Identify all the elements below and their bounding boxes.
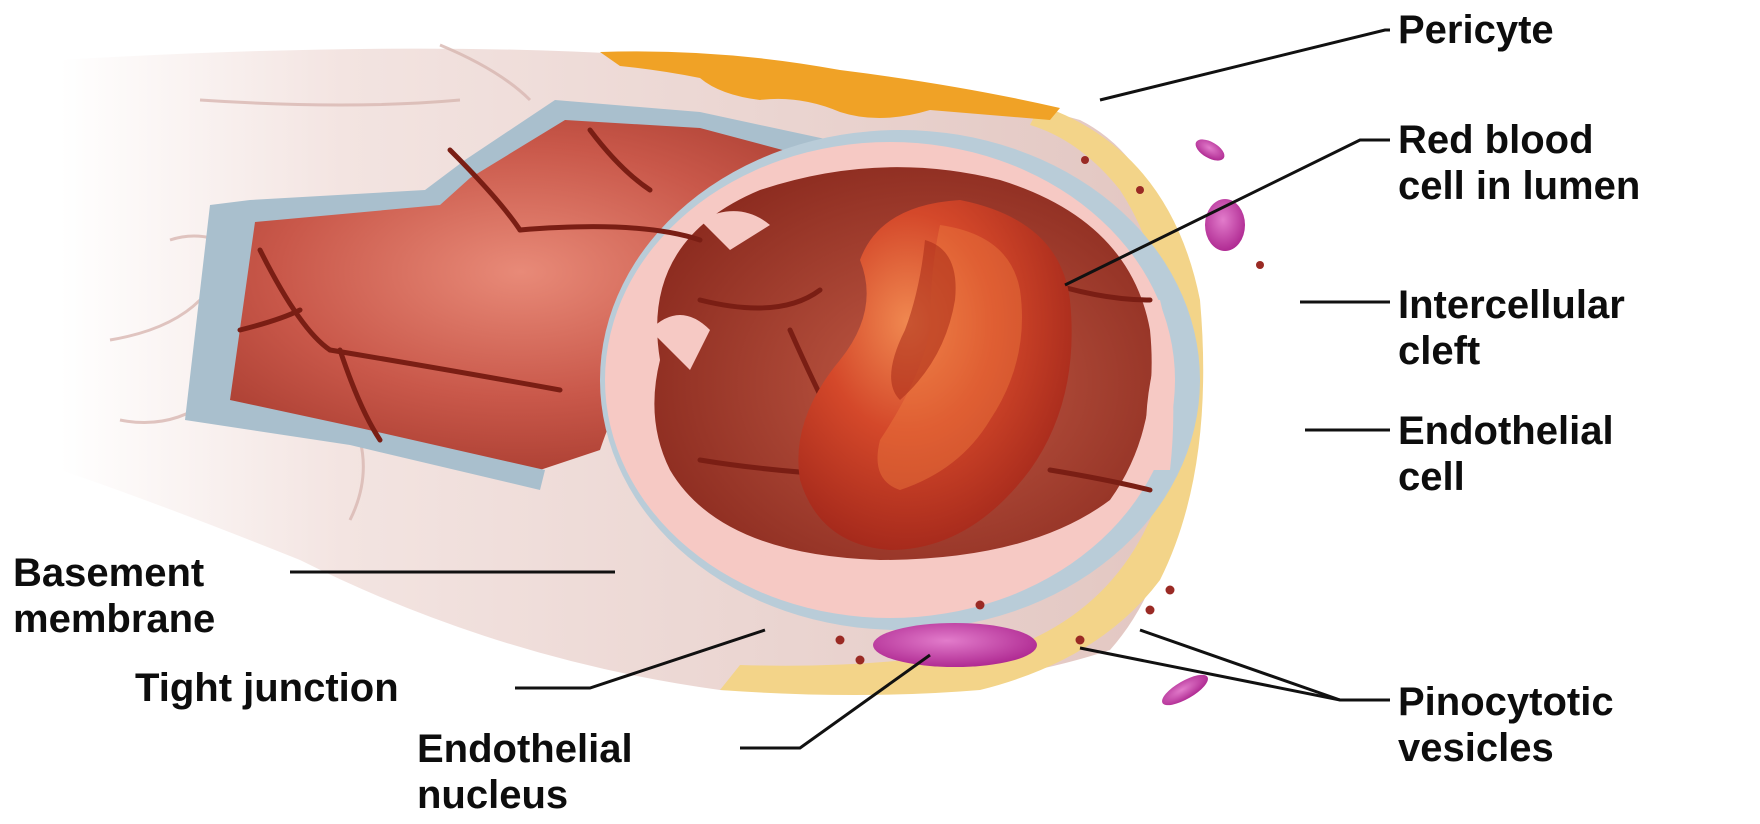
label-intercellular-cleft: Intercellular cleft <box>1398 282 1625 374</box>
label-endo-cell-line2: cell <box>1398 454 1614 500</box>
label-endothelial-nucleus: Endothelial nucleus <box>417 726 633 818</box>
leader-pino-1 <box>1080 648 1390 700</box>
label-nucleus-line2: nucleus <box>417 772 633 818</box>
leader-pericyte <box>1100 30 1390 100</box>
label-pino-line2: vesicles <box>1398 725 1614 771</box>
label-rbc-line2: cell in lumen <box>1398 163 1640 209</box>
label-basement-line2: membrane <box>13 596 215 642</box>
label-endo-cell-line1: Endothelial <box>1398 408 1614 454</box>
label-endothelial-cell: Endothelial cell <box>1398 408 1614 500</box>
label-basement-line1: Basement <box>13 550 215 596</box>
label-nucleus-line1: Endothelial <box>417 726 633 772</box>
label-cleft-line1: Intercellular <box>1398 282 1625 328</box>
label-cleft-line2: cleft <box>1398 328 1625 374</box>
label-basement-membrane: Basement membrane <box>13 550 215 642</box>
label-tight-line1: Tight junction <box>135 665 399 711</box>
endothelial-nucleus <box>873 623 1037 667</box>
nucleus-top <box>1192 135 1228 165</box>
label-tight-junction: Tight junction <box>135 665 399 711</box>
label-pino-line1: Pinocytotic <box>1398 679 1614 725</box>
label-red-blood-cell: Red blood cell in lumen <box>1398 117 1640 209</box>
label-pericyte-line1: Pericyte <box>1398 7 1554 53</box>
label-pinocytotic-vesicles: Pinocytotic vesicles <box>1398 679 1614 771</box>
label-rbc-line1: Red blood <box>1398 117 1640 163</box>
label-pericyte: Pericyte <box>1398 7 1554 53</box>
pericyte-nucleus-bottom <box>1158 669 1212 711</box>
